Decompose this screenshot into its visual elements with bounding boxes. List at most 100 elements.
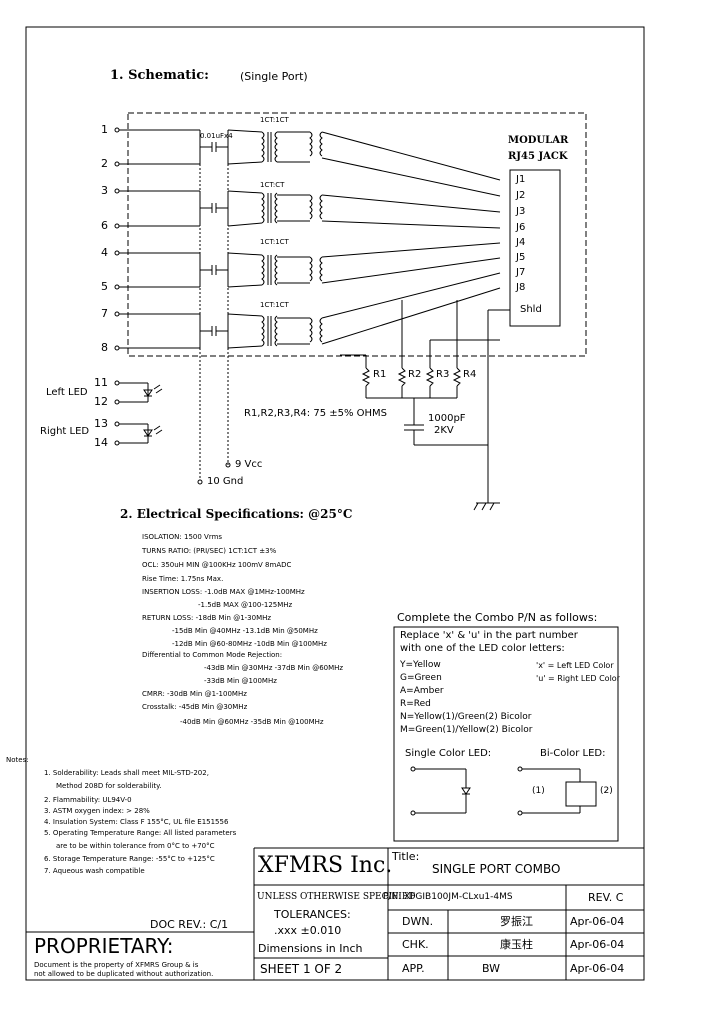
title-label: Title:	[392, 850, 420, 863]
note-line: 7. Aqueous wash compatible	[44, 867, 145, 875]
sheet-number: SHEET 1 OF 2	[260, 962, 343, 976]
pin-label: 1	[101, 123, 108, 136]
pin-label: 5	[101, 280, 108, 293]
jack-pin: J8	[516, 282, 526, 293]
spec-line: Differential to Common Mode Rejection:	[142, 651, 283, 659]
color-code: N=Yellow(1)/Green(2) Bicolor	[400, 712, 532, 722]
drawing-title: SINGLE PORT COMBO	[432, 862, 561, 876]
tolerance-note: .xxx ±0.010	[274, 924, 342, 937]
section-1-subtitle: (Single Port)	[240, 70, 308, 83]
pin-label: 2	[101, 157, 108, 170]
led-diagrams	[410, 766, 597, 816]
spec-line: -15dB Min @40MHz -13.1dB Min @50MHz	[172, 627, 318, 635]
spec-line: -1.5dB MAX @100-125MHz	[198, 601, 293, 609]
note-line: 5. Operating Temperature Range: All list…	[44, 829, 237, 837]
gnd-label: 10 Gnd	[207, 476, 244, 487]
tolerance-note: TOLERANCES:	[274, 908, 351, 921]
note-line: 6. Storage Temperature Range: -55°C to +…	[44, 855, 215, 863]
spec-line: ISOLATION: 1500 Vrms	[142, 533, 223, 541]
turns-ratio-label: 1CT:CT	[260, 181, 285, 189]
note-line: are to be within tolerance from 0°C to +…	[56, 842, 215, 850]
led-circuit	[114, 380, 231, 485]
turns-ratio-label: 1CT:1CT	[260, 301, 289, 309]
spec-line: -33dB Min @100MHz	[204, 677, 277, 685]
pin-label: 8	[101, 341, 108, 354]
pin-label: 3	[101, 184, 108, 197]
color-code: M=Green(1)/Yellow(2) Bicolor	[400, 725, 533, 735]
jack-shield: Shld	[520, 304, 542, 315]
tolerance-note: UNLESS OTHERWISE SPECIFIED	[257, 892, 416, 902]
turns-ratio-label: 1CT:1CT	[260, 116, 289, 124]
dwn-date: Apr-06-04	[570, 915, 625, 928]
left-led-label: Left LED	[46, 387, 88, 398]
proprietary-note: Document is the property of XFMRS Group …	[34, 961, 199, 969]
color-code: G=Green	[400, 673, 442, 683]
hv-cap-label: 2KV	[434, 425, 454, 436]
jack-pin: J2	[516, 190, 526, 201]
proprietary-note: not allowed to be duplicated without aut…	[34, 970, 214, 978]
note-line: Method 208D for solderability.	[56, 782, 162, 790]
dwn-label: DWN.	[402, 915, 434, 928]
jack-title: MODULAR	[508, 135, 569, 146]
combo-header: Complete the Combo P/N as follows:	[397, 611, 598, 624]
led-pin-label: 12	[94, 395, 108, 408]
led-pin-label: 11	[94, 376, 108, 389]
schematic-boundary	[127, 112, 587, 357]
led-pin-label: 13	[94, 417, 108, 430]
spec-line: OCL: 350uH MIN @100KHz 100mV 8mADC	[142, 561, 292, 569]
hv-cap-label: 1000pF	[428, 413, 466, 424]
u-note: 'u' = Right LED Color	[536, 674, 620, 683]
combo-intro: Replace 'x' & 'u' in the part number	[400, 630, 578, 641]
chk-name: 康玉柱	[500, 938, 533, 951]
right-led-label: Right LED	[40, 426, 90, 437]
spec-line: RETURN LOSS: -18dB Min @1-30MHz	[142, 614, 272, 622]
section-2-title: 2. Electrical Specifications: @25°C	[120, 507, 353, 521]
spec-line: -40dB Min @60MHz -35dB Min @100MHz	[180, 718, 324, 726]
color-code: A=Amber	[400, 686, 444, 696]
pin-wires	[114, 127, 200, 351]
jack-pin: J6	[516, 222, 526, 233]
led-pin-label: 14	[94, 436, 108, 449]
vcc-label: 9 Vcc	[235, 459, 263, 470]
pin-label: 6	[101, 219, 108, 232]
resistor-label: R1	[373, 369, 387, 380]
turns-ratio-label: 1CT:1CT	[260, 238, 289, 246]
notes-title: Notes:	[6, 756, 29, 764]
combo-intro: with one of the LED color letters:	[400, 643, 565, 654]
resistor-network	[340, 300, 510, 511]
jack-title: RJ45 JACK	[508, 151, 568, 162]
tolerance-note: Dimensions in Inch	[258, 942, 363, 955]
resistor-label: R3	[436, 369, 450, 380]
resistor-note: R1,R2,R3,R4: 75 ±5% OHMS	[244, 408, 388, 419]
jack-pin: J3	[516, 206, 526, 217]
resistor-label: R2	[408, 369, 422, 380]
jack-pin: J7	[516, 267, 526, 278]
transformer-blocks	[199, 129, 501, 480]
jack-pin: J4	[516, 237, 526, 248]
note-line: 4. Insulation System: Class F 155°C, UL …	[44, 818, 229, 826]
color-code: Y=Yellow	[400, 660, 441, 670]
note-line: 3. ASTM oxygen index: > 28%	[44, 807, 150, 815]
dwn-name: 罗振江	[500, 915, 533, 928]
x-note: 'x' = Left LED Color	[536, 661, 614, 670]
note-line: 1. Solderability: Leads shall meet MIL-S…	[44, 769, 209, 777]
jack-pin: J5	[516, 252, 526, 263]
title-block-grid	[26, 847, 644, 980]
app-date: Apr-06-04	[570, 962, 625, 975]
pin-label: 4	[101, 246, 108, 259]
spec-line: Crosstalk: -45dB Min @30MHz	[142, 703, 248, 711]
spec-line: Rise Time: 1.75ns Max.	[142, 575, 224, 583]
chk-label: CHK.	[402, 938, 429, 951]
bicolor-pin-2: (2)	[600, 786, 613, 796]
cap-label: 0.01uFx4	[200, 132, 233, 140]
chk-date: Apr-06-04	[570, 938, 625, 951]
part-number: P/N: XFGIB100JM-CLxu1-4MS	[383, 892, 513, 902]
app-name: BW	[482, 962, 501, 975]
rj45-jack-box	[509, 169, 561, 327]
color-code: R=Red	[400, 699, 431, 709]
doc-revision: DOC REV.: C/1	[150, 918, 229, 931]
jack-pin: J1	[516, 174, 526, 185]
single-led-label: Single Color LED:	[405, 748, 492, 759]
revision: REV. C	[588, 891, 624, 904]
